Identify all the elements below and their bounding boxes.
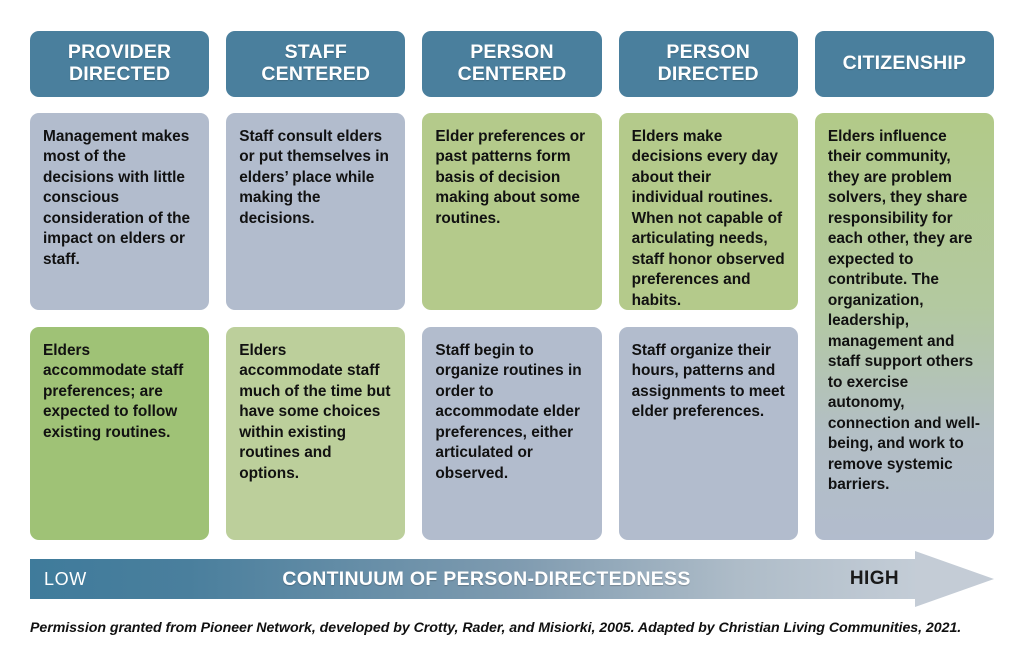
- arrow-bar: [30, 559, 915, 599]
- card-person-directed-row2: Staff organize their hours, patterns and…: [618, 327, 798, 540]
- card-text: Staff begin to organize routines in orde…: [435, 342, 582, 482]
- card-text: Elders accommodate staff preferences; ar…: [43, 342, 184, 441]
- card-person-centered-row2: Staff begin to organize routines in orde…: [422, 327, 602, 540]
- card-citizenship-full: Elders influence their community, they a…: [814, 113, 995, 540]
- card-provider-directed-row1: Management makes most of the decisions w…: [30, 113, 210, 310]
- column-person-centered: PERSON CENTERED Elder preferences or pas…: [422, 31, 602, 540]
- arrow-label-low: LOW: [44, 568, 87, 589]
- card-text: Elder preferences or past patterns form …: [435, 128, 586, 227]
- footer-attribution: Permission granted from Pioneer Network,…: [30, 620, 962, 636]
- column-cards: Elders influence their community, they a…: [814, 113, 995, 540]
- column-header-label: PROVIDER DIRECTED: [67, 41, 172, 85]
- column-header-label: PERSON CENTERED: [457, 41, 567, 85]
- arrow-label-high: HIGH: [849, 568, 899, 589]
- column-cards: Elder preferences or past patterns form …: [422, 113, 602, 540]
- column-provider-directed: PROVIDER DIRECTED Management makes most …: [30, 31, 210, 540]
- card-text: Elders influence their community, they a…: [827, 128, 981, 494]
- column-cards: Staff consult elders or put themselves i…: [226, 113, 406, 540]
- column-person-directed: PERSON DIRECTED Elders make decisions ev…: [618, 31, 798, 540]
- column-staff-centered: STAFF CENTERED Staff consult elders or p…: [226, 31, 406, 540]
- continuum-matrix: PROVIDER DIRECTED Management makes most …: [30, 31, 995, 540]
- card-staff-centered-row1: Staff consult elders or put themselves i…: [226, 113, 406, 310]
- column-header-person-directed: PERSON DIRECTED: [618, 31, 798, 97]
- continuum-arrow: LOW CONTINUUM OF PERSON-DIRECTEDNESS HIG…: [30, 551, 994, 607]
- column-header-citizenship: CITIZENSHIP: [814, 31, 995, 97]
- column-header-label: STAFF CENTERED: [261, 41, 371, 85]
- card-person-centered-row1: Elder preferences or past patterns form …: [422, 113, 602, 310]
- arrow-head-icon: [915, 551, 994, 607]
- column-header-person-centered: PERSON CENTERED: [422, 31, 602, 97]
- column-header-label: CITIZENSHIP: [842, 52, 967, 75]
- column-header-provider-directed: PROVIDER DIRECTED: [30, 31, 210, 97]
- column-citizenship: CITIZENSHIP Elders influence their commu…: [814, 31, 995, 540]
- card-staff-centered-row2: Elders accommodate staff much of the tim…: [226, 327, 406, 540]
- column-cards: Elders make decisions every day about th…: [618, 113, 798, 540]
- card-text: Elders make decisions every day about th…: [631, 128, 785, 309]
- column-cards: Management makes most of the decisions w…: [30, 113, 210, 540]
- column-header-label: PERSON DIRECTED: [657, 41, 759, 85]
- card-text: Staff organize their hours, patterns and…: [631, 342, 785, 421]
- column-header-staff-centered: STAFF CENTERED: [226, 31, 406, 97]
- arrow-label-center: CONTINUUM OF PERSON-DIRECTEDNESS: [282, 567, 691, 590]
- card-text: Management makes most of the decisions w…: [43, 128, 191, 268]
- card-person-directed-row1: Elders make decisions every day about th…: [618, 113, 798, 310]
- card-provider-directed-row2: Elders accommodate staff preferences; ar…: [30, 327, 210, 540]
- card-text: Staff consult elders or put themselves i…: [239, 128, 389, 227]
- card-text: Elders accommodate staff much of the tim…: [239, 342, 391, 482]
